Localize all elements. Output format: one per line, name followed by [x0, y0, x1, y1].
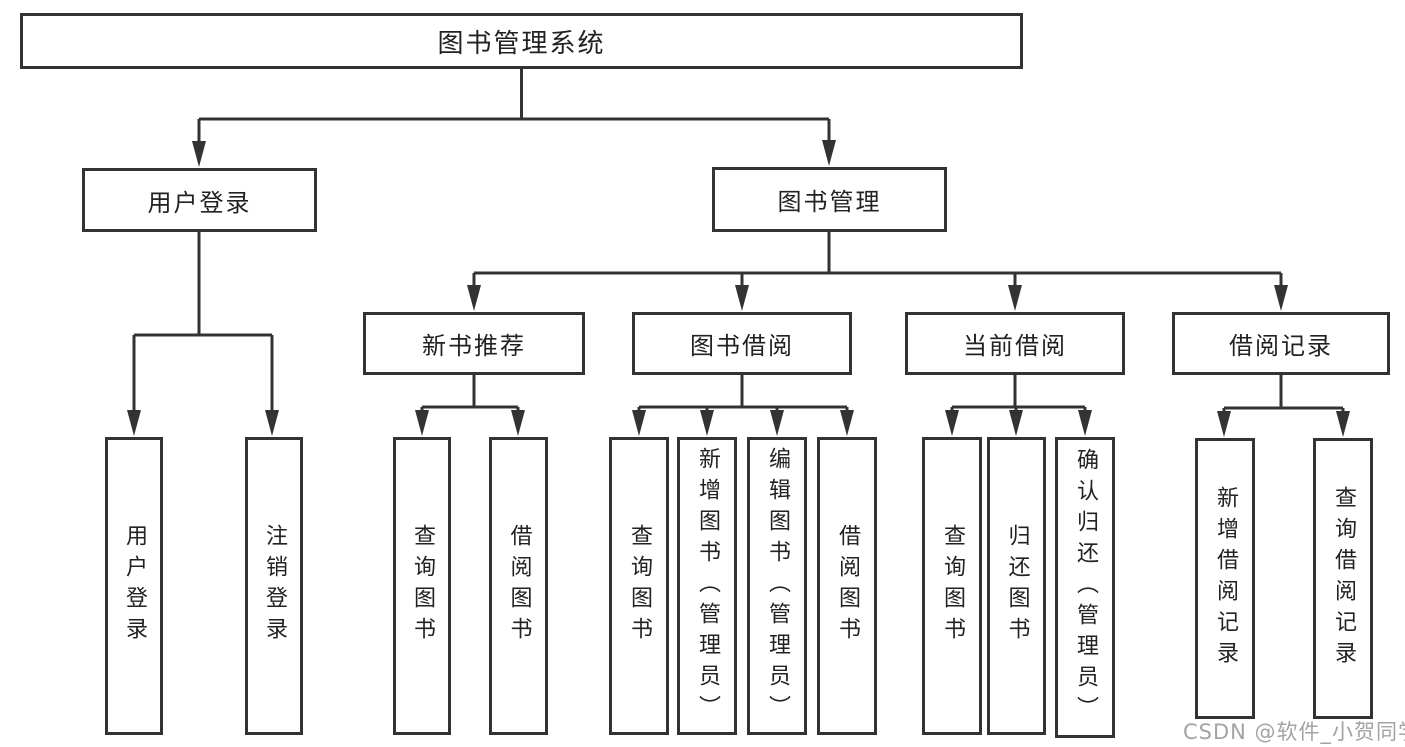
node-leaf-rec-query-books: 查询图书 — [393, 437, 451, 735]
node-leaf-bb-query-books: 查询图书 — [609, 437, 669, 735]
node-leaf-cb-confirm-return-admin: 确认归还（管理员） — [1055, 437, 1115, 738]
node-leaf-br-query-record: 查询借阅记录 — [1313, 438, 1373, 719]
node-borrowing-records: 借阅记录 — [1172, 312, 1390, 375]
node-user-login: 用户登录 — [82, 168, 317, 232]
node-leaf-bb-edit-books-admin: 编辑图书（管理员） — [747, 437, 807, 735]
node-leaf-user-login-label: 用户登录 — [122, 524, 147, 648]
node-leaf-bb-edit-books-admin-label: 编辑图书（管理员） — [765, 446, 790, 726]
node-book-borrowing-label: 图书借阅 — [690, 332, 794, 360]
node-leaf-rec-query-books-label: 查询图书 — [410, 524, 435, 648]
node-leaf-cb-return-books-label: 归还图书 — [1004, 524, 1030, 648]
node-leaf-br-query-record-label: 查询借阅记录 — [1331, 485, 1356, 672]
node-leaf-cb-query-books-label: 查询图书 — [940, 524, 965, 648]
node-library-management-system-label: 图书管理系统 — [437, 28, 606, 59]
node-leaf-rec-borrow-books-label: 借阅图书 — [506, 524, 532, 648]
node-leaf-cb-confirm-return-admin-label: 确认归还（管理员） — [1073, 448, 1098, 727]
node-book-management: 图书管理 — [712, 167, 947, 232]
node-leaf-rec-borrow-books: 借阅图书 — [489, 437, 548, 735]
csdn-watermark: CSDN @软件_小贺同学 — [1183, 720, 1405, 744]
node-leaf-br-add-record-label: 新增借阅记录 — [1213, 485, 1238, 672]
node-leaf-cb-query-books: 查询图书 — [922, 437, 982, 735]
node-book-management-label: 图书管理 — [777, 188, 882, 216]
node-new-book-recommend-label: 新书推荐 — [422, 332, 526, 360]
node-leaf-user-login: 用户登录 — [105, 437, 163, 735]
node-library-management-system: 图书管理系统 — [20, 13, 1023, 69]
node-current-borrowing-label: 当前借阅 — [963, 332, 1067, 360]
node-leaf-bb-add-books-admin: 新增图书（管理员） — [677, 437, 737, 735]
node-borrowing-records-label: 借阅记录 — [1229, 332, 1333, 360]
node-book-borrowing: 图书借阅 — [632, 312, 852, 375]
node-leaf-bb-add-books-admin-label: 新增图书（管理员） — [695, 446, 720, 726]
node-user-login-label: 用户登录 — [147, 188, 252, 217]
node-leaf-bb-borrow-books: 借阅图书 — [817, 437, 877, 735]
node-new-book-recommend: 新书推荐 — [363, 312, 585, 375]
node-leaf-br-add-record: 新增借阅记录 — [1195, 438, 1255, 719]
node-leaf-bb-query-books-label: 查询图书 — [627, 524, 652, 648]
node-current-borrowing: 当前借阅 — [905, 312, 1125, 375]
node-leaf-logout: 注销登录 — [245, 437, 303, 735]
node-leaf-bb-borrow-books-label: 借阅图书 — [835, 524, 860, 648]
node-leaf-cb-return-books: 归还图书 — [987, 437, 1046, 735]
node-leaf-logout-label: 注销登录 — [262, 524, 287, 648]
